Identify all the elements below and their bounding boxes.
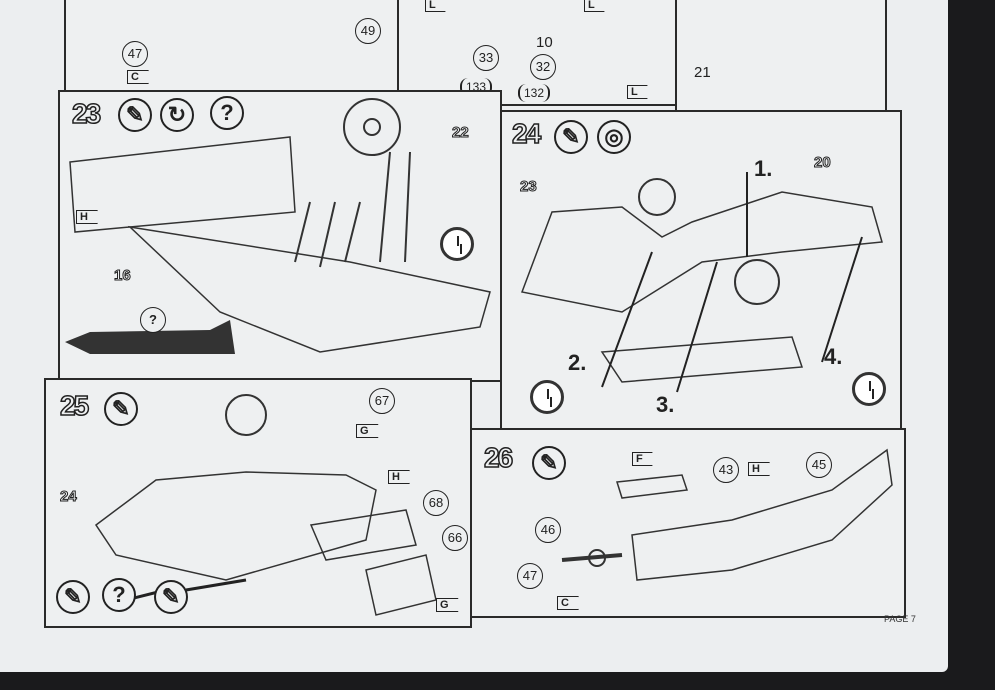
sprue-tag: H bbox=[748, 462, 770, 476]
part-callout: 32 bbox=[530, 54, 556, 80]
step-number: 26 bbox=[483, 441, 514, 474]
question-icon: ? bbox=[102, 578, 136, 612]
assembly-order-4: 4. bbox=[824, 344, 843, 369]
bend-icon: ↻ bbox=[160, 98, 194, 132]
assembly-order-3: 3. bbox=[656, 392, 675, 417]
part-number: 16 bbox=[114, 267, 132, 285]
part-callout: 47 bbox=[122, 41, 148, 67]
part-number: 21 bbox=[694, 64, 711, 81]
part-callout: 46 bbox=[535, 517, 561, 543]
wing-panel-drawing bbox=[65, 98, 491, 354]
sprue-tag: G bbox=[356, 424, 379, 438]
question-icon: ? bbox=[140, 307, 166, 333]
part-reference: 132 bbox=[518, 84, 551, 102]
instruction-page: 47 49 33 32 21 10 133 132 C L L L 23 ✎ ↻… bbox=[0, 0, 948, 672]
part-callout: 66 bbox=[442, 525, 468, 551]
part-callout: 67 bbox=[369, 388, 395, 414]
glue-icon: ✎ bbox=[104, 392, 138, 426]
glue-icon: ✎ bbox=[56, 580, 90, 614]
part-number: 10 bbox=[536, 34, 553, 51]
step-26-panel: 26 ✎ 43 45 46 47 F H C bbox=[470, 428, 906, 618]
part-number: 23 bbox=[520, 178, 538, 196]
drying-time-clock-icon bbox=[852, 372, 886, 406]
step-23-panel: 23 ✎ ↻ ? ? 22 16 H bbox=[58, 90, 502, 382]
drying-time-clock-icon bbox=[530, 380, 564, 414]
glue-icon: ✎ bbox=[532, 446, 566, 480]
step-25-panel: 25 ✎ 67 68 66 24 G H G ✎ ? ✎ bbox=[44, 378, 472, 628]
part-number: 24 bbox=[60, 488, 78, 506]
part-number: 22 bbox=[452, 124, 470, 142]
part-callout: 45 bbox=[806, 452, 832, 478]
part-callout: 47 bbox=[517, 563, 543, 589]
step-number: 25 bbox=[59, 389, 90, 422]
nose-assembly-drawing bbox=[561, 448, 893, 581]
part-callout: 43 bbox=[713, 457, 739, 483]
assembly-order-2: 2. bbox=[568, 350, 587, 375]
glue-icon: ✎ bbox=[554, 120, 588, 154]
question-icon: ? bbox=[210, 96, 244, 130]
fuselage-assembly-drawing bbox=[520, 172, 883, 393]
part-callout: 49 bbox=[355, 18, 381, 44]
tape-icon: ◎ bbox=[597, 120, 631, 154]
step-top-left-panel bbox=[64, 0, 399, 92]
sprue-tag: C bbox=[557, 596, 579, 610]
sprue-tag: H bbox=[76, 210, 98, 224]
step-24-panel: 24 ✎ ◎ 23 20 1. 2. 3. 4. bbox=[500, 110, 902, 432]
part-number: 20 bbox=[814, 154, 832, 172]
step-number: 23 bbox=[71, 97, 102, 130]
assembly-order-1: 1. bbox=[754, 156, 773, 181]
part-callout: 68 bbox=[423, 490, 449, 516]
glue-icon: ✎ bbox=[118, 98, 152, 132]
page-number: PAGE 7 bbox=[884, 614, 916, 624]
drying-time-clock-icon bbox=[440, 227, 474, 261]
part-callout: 33 bbox=[473, 45, 499, 71]
step-top-right-panel bbox=[675, 0, 887, 130]
glue-icon: ✎ bbox=[154, 580, 188, 614]
step-number: 24 bbox=[511, 117, 542, 150]
